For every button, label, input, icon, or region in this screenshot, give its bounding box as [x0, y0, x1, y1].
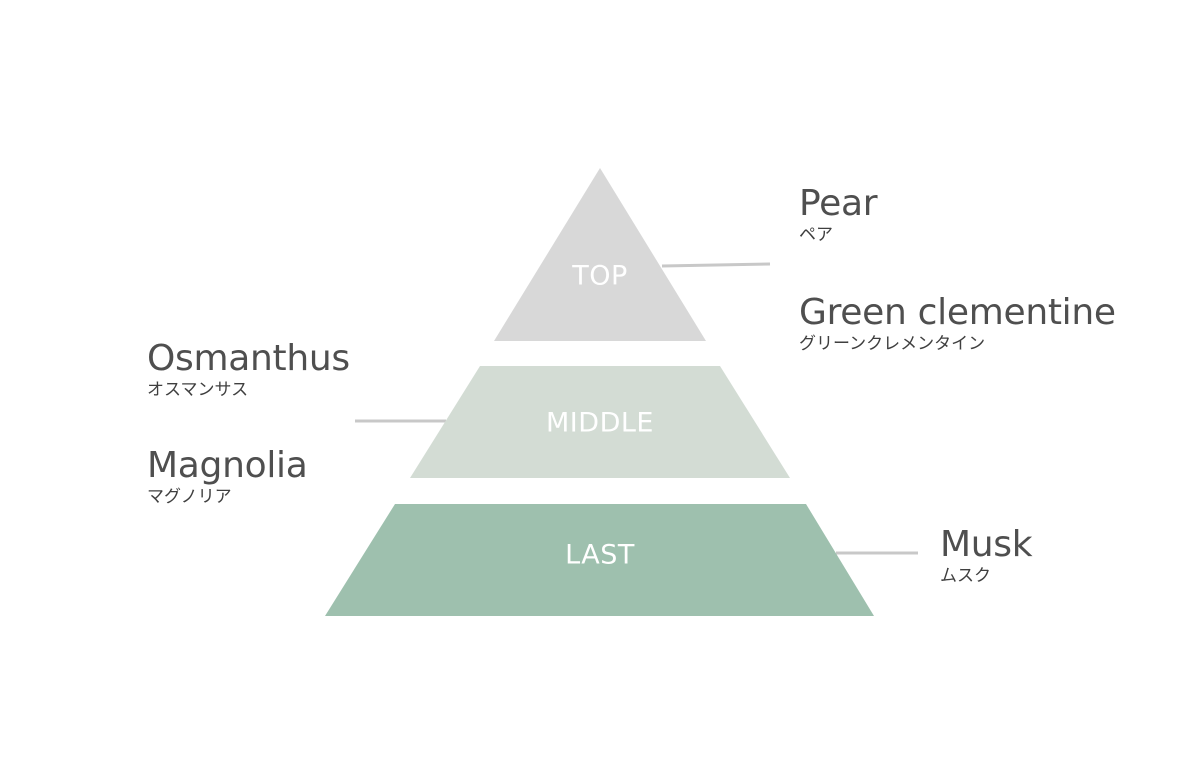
note-name-en: Osmanthus	[147, 338, 350, 379]
note-name-ja: オスマンサス	[147, 380, 249, 400]
middle-note-osmanthus: Osmanthus オスマンサス	[147, 341, 350, 399]
note-name-ja: グリーンクレメンタイン	[799, 334, 986, 354]
note-name-ja: ムスク	[940, 566, 991, 586]
note-name-en: Musk	[940, 524, 1033, 565]
note-name-ja: ペア	[799, 225, 833, 245]
note-name-ja: マグノリア	[147, 487, 232, 507]
last-tier-label: LAST	[565, 540, 635, 571]
note-name-en: Green clementine	[799, 292, 1116, 333]
middle-tier-label: MIDDLE	[546, 408, 654, 439]
top-tier	[494, 168, 706, 341]
top-note-pear: Pear ペア	[799, 183, 878, 245]
middle-note-magnolia: Magnolia マグノリア	[147, 445, 308, 507]
last-tier	[325, 504, 874, 616]
top-tier-label: TOP	[571, 261, 628, 292]
last-note-musk: Musk ムスク	[940, 524, 1033, 586]
note-name-en: Pear	[799, 183, 878, 224]
top-note-green-clementine: Green clementine グリーンクレメンタイン	[799, 295, 1116, 353]
note-name-en: Magnolia	[147, 445, 308, 486]
middle-tier	[410, 366, 790, 478]
top-connector-line	[661, 262, 771, 268]
